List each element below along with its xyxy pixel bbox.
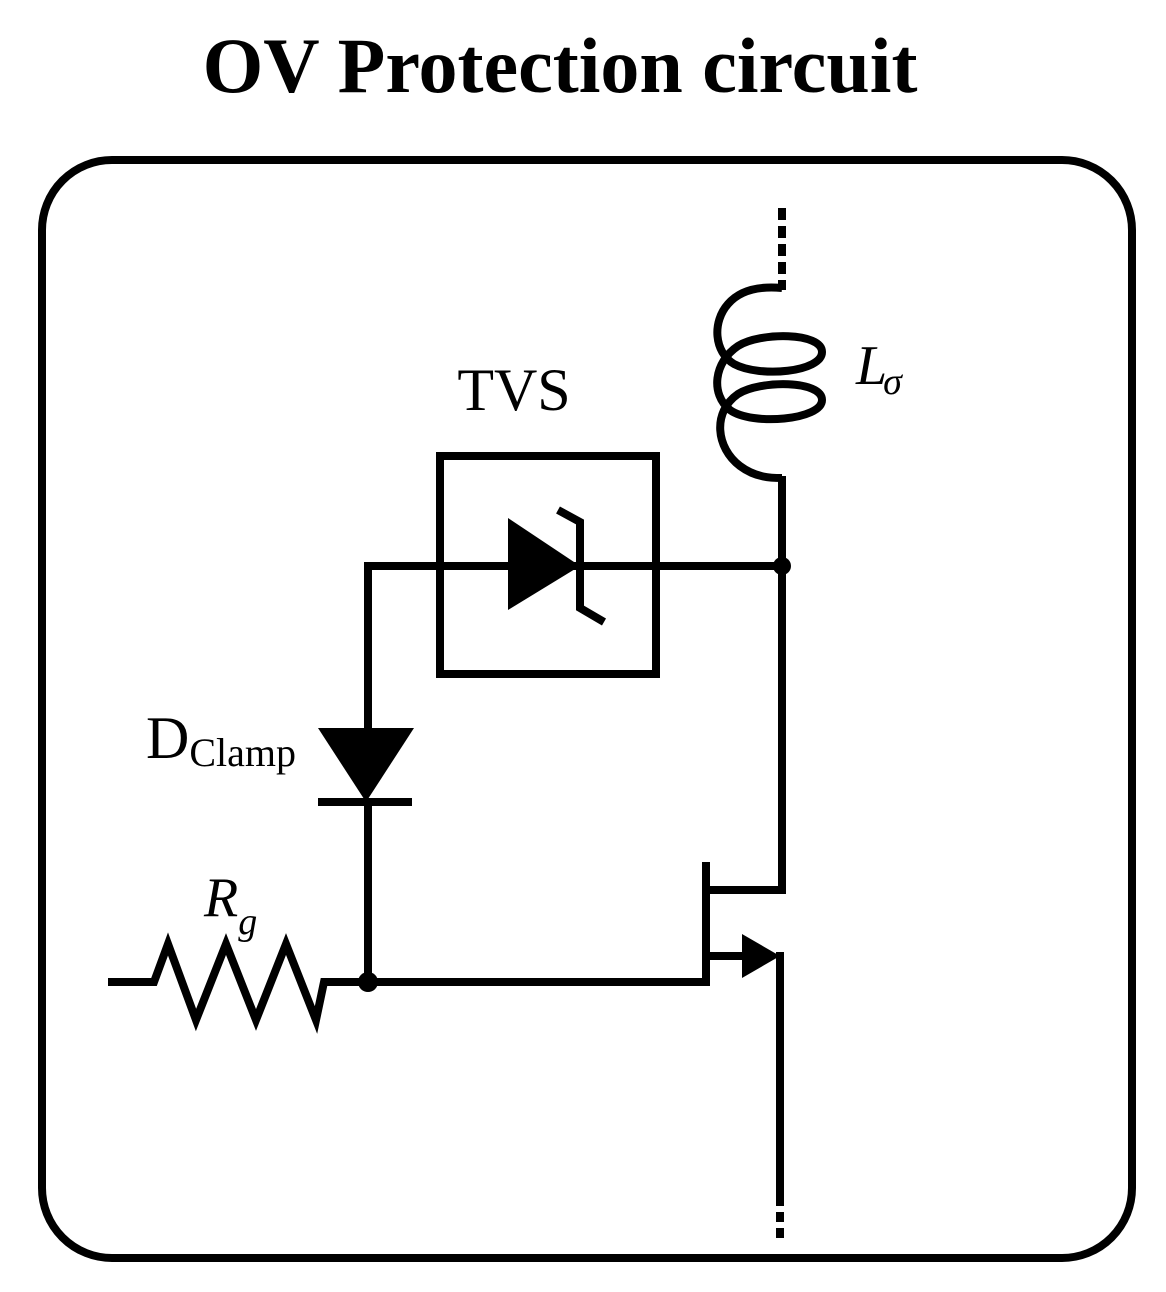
drain-junction-dot [773,557,791,575]
l-sigma-label-main: L [855,335,887,397]
dclamp-diode-icon [318,728,414,802]
rg-label: Rg [203,867,257,943]
inductor-l-sigma [713,283,827,482]
l-sigma-label: Lσ [855,335,903,403]
tvs-wire [364,562,782,730]
rg-label-sub: g [238,901,257,943]
mosfet-arrow-icon [742,934,780,978]
diagram-title: OV Protection circuit [203,22,918,109]
dclamp-label-sub: Clamp [189,730,296,775]
l-sigma-label-sub: σ [883,361,903,403]
tvs-label: TVS [457,357,570,423]
drain-wire [708,476,786,894]
circuit-frame [38,156,1136,1262]
gate-junction-dot [358,972,378,992]
dclamp-label-main: D [146,705,189,771]
tvs-cathode-bar [556,506,607,626]
tvs-diode-icon [508,518,580,610]
gate-wire [368,862,710,986]
resistor-rg [108,932,368,1034]
dclamp-label: DClamp [146,705,296,775]
rg-label-main: R [203,867,238,929]
